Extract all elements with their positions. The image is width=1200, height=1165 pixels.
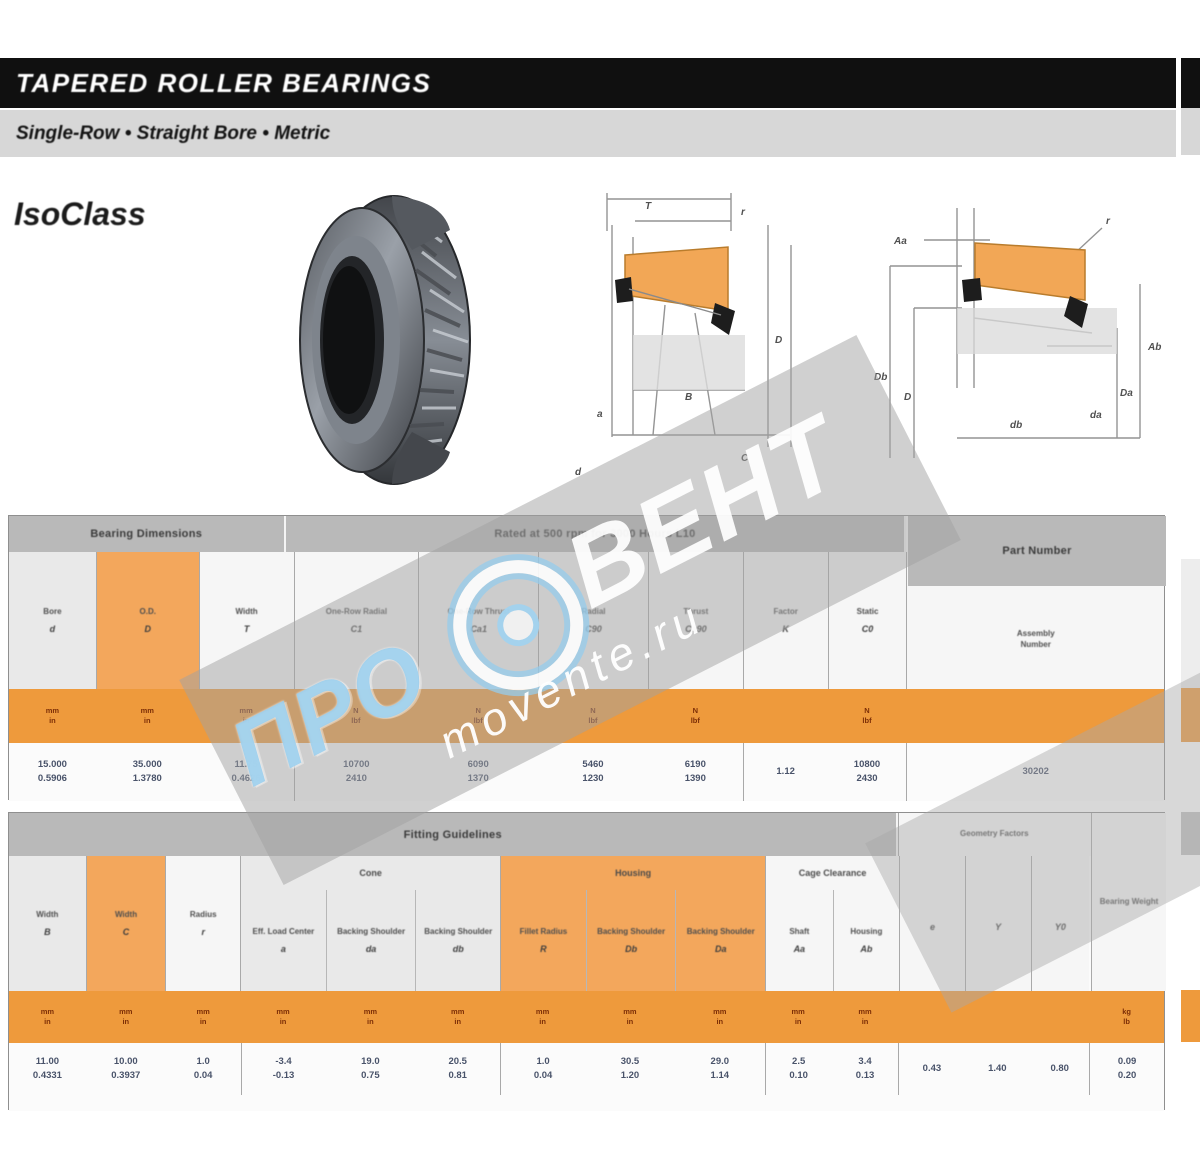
page-edge-sliver	[1181, 559, 1200, 688]
page-edge-sliver	[1181, 58, 1200, 108]
group-fitting-guidelines: Fitting Guidelines	[9, 813, 899, 856]
col-header-od: O.D. D	[95, 552, 199, 689]
col-header-width: Width T	[198, 552, 294, 689]
dim-label-d: d	[575, 467, 582, 478]
dim-label-r: r	[741, 207, 746, 218]
mounting-diagram: Aa r Ab Db D db da Da	[874, 208, 1161, 458]
col-header-c90: Radial C90	[538, 552, 648, 689]
col-header-c0: Static C0	[827, 552, 907, 689]
dim-label-Db: Db	[874, 372, 887, 383]
section-diagram: T r B a C D d	[575, 193, 792, 478]
page-subtitle: Single-Row • Straight Bore • Metric	[16, 122, 331, 144]
col-header-e: e	[899, 856, 965, 991]
page-edge-sliver	[1181, 108, 1200, 155]
page-title: TAPERED ROLLER BEARINGS	[16, 67, 432, 98]
col-header-Da: Backing Shoulder Da	[675, 890, 765, 991]
fitting-guidelines-table: Fitting Guidelines Geometry Factors Bear…	[8, 812, 1166, 1111]
dim-label-T: T	[645, 201, 652, 212]
col-header-da: Backing Shoulder da	[325, 890, 416, 991]
col-header-Y: Y	[964, 856, 1031, 991]
col-header-ca1: One-Row Thrust Ca1	[418, 552, 539, 689]
dim-label-a: a	[597, 409, 603, 420]
page-edge-sliver	[1181, 688, 1200, 742]
col-header-Ab: Housing Ab	[832, 890, 900, 991]
col-header-Db: Backing Shoulder Db	[585, 890, 676, 991]
page-edge-sliver	[1181, 812, 1200, 855]
dim-label-Ab: Ab	[1147, 342, 1161, 353]
group-cone: Cone Eff. Load Center a Backing Shoulder…	[240, 856, 501, 991]
dim-label-C: C	[741, 453, 749, 464]
col-header-Aa: Shaft Aa	[789, 926, 810, 955]
col-header-bore: Bore d	[9, 552, 96, 689]
dim-label-D: D	[775, 335, 782, 346]
dim-label-r2: r	[1106, 216, 1111, 227]
col-header-width-b: Width B	[9, 856, 86, 991]
group-cage-clearance: Cage Clearance Shaft Aa Housing Ab	[765, 856, 900, 991]
dimensions-ratings-table: Bearing Dimensions Rated at 500 rpm for …	[8, 515, 1166, 801]
group-housing: Housing Fillet Radius R Backing Shoulder…	[500, 856, 766, 991]
subtitle-bar: Single-Row • Straight Bore • Metric	[0, 108, 1176, 157]
group-bearing-dimensions: Bearing Dimensions	[9, 516, 286, 552]
title-bar: TAPERED ROLLER BEARINGS	[0, 58, 1176, 108]
col-header-bearing-weight: Bearing Weight	[1091, 813, 1166, 991]
col-header-db: Backing Shoulder db	[415, 890, 500, 991]
bearing-photo	[299, 195, 471, 485]
page-edge-sliver	[1181, 990, 1200, 1042]
dim-label-db: db	[1010, 420, 1022, 431]
group-geometry-factors: Geometry Factors	[898, 813, 1090, 856]
col-header-a: Eff. Load Center a	[252, 926, 315, 955]
col-header-Y0: Y0	[1030, 856, 1090, 991]
brand-isoclass: IsoClass	[14, 196, 146, 232]
dim-label-da: da	[1090, 410, 1102, 421]
group-part-number: Part Number	[908, 516, 1166, 586]
col-header-width-c: Width C	[85, 856, 166, 991]
dim-label-Aa: Aa	[893, 236, 907, 247]
col-header-c1: One-Row Radial C1	[293, 552, 419, 689]
col-header-ca90: Thrust Ca90	[647, 552, 743, 689]
col-header-radius-r: Radius r	[165, 856, 241, 991]
col-header-k-factor: Factor K	[742, 552, 828, 689]
dim-label-B: B	[685, 392, 692, 403]
dim-label-Da: Da	[1120, 388, 1133, 399]
dim-label-D2: D	[904, 392, 911, 403]
group-load-ratings: Rated at 500 rpm for 3000 Hours L10	[285, 516, 907, 552]
col-header-R: Fillet Radius R	[519, 926, 568, 955]
